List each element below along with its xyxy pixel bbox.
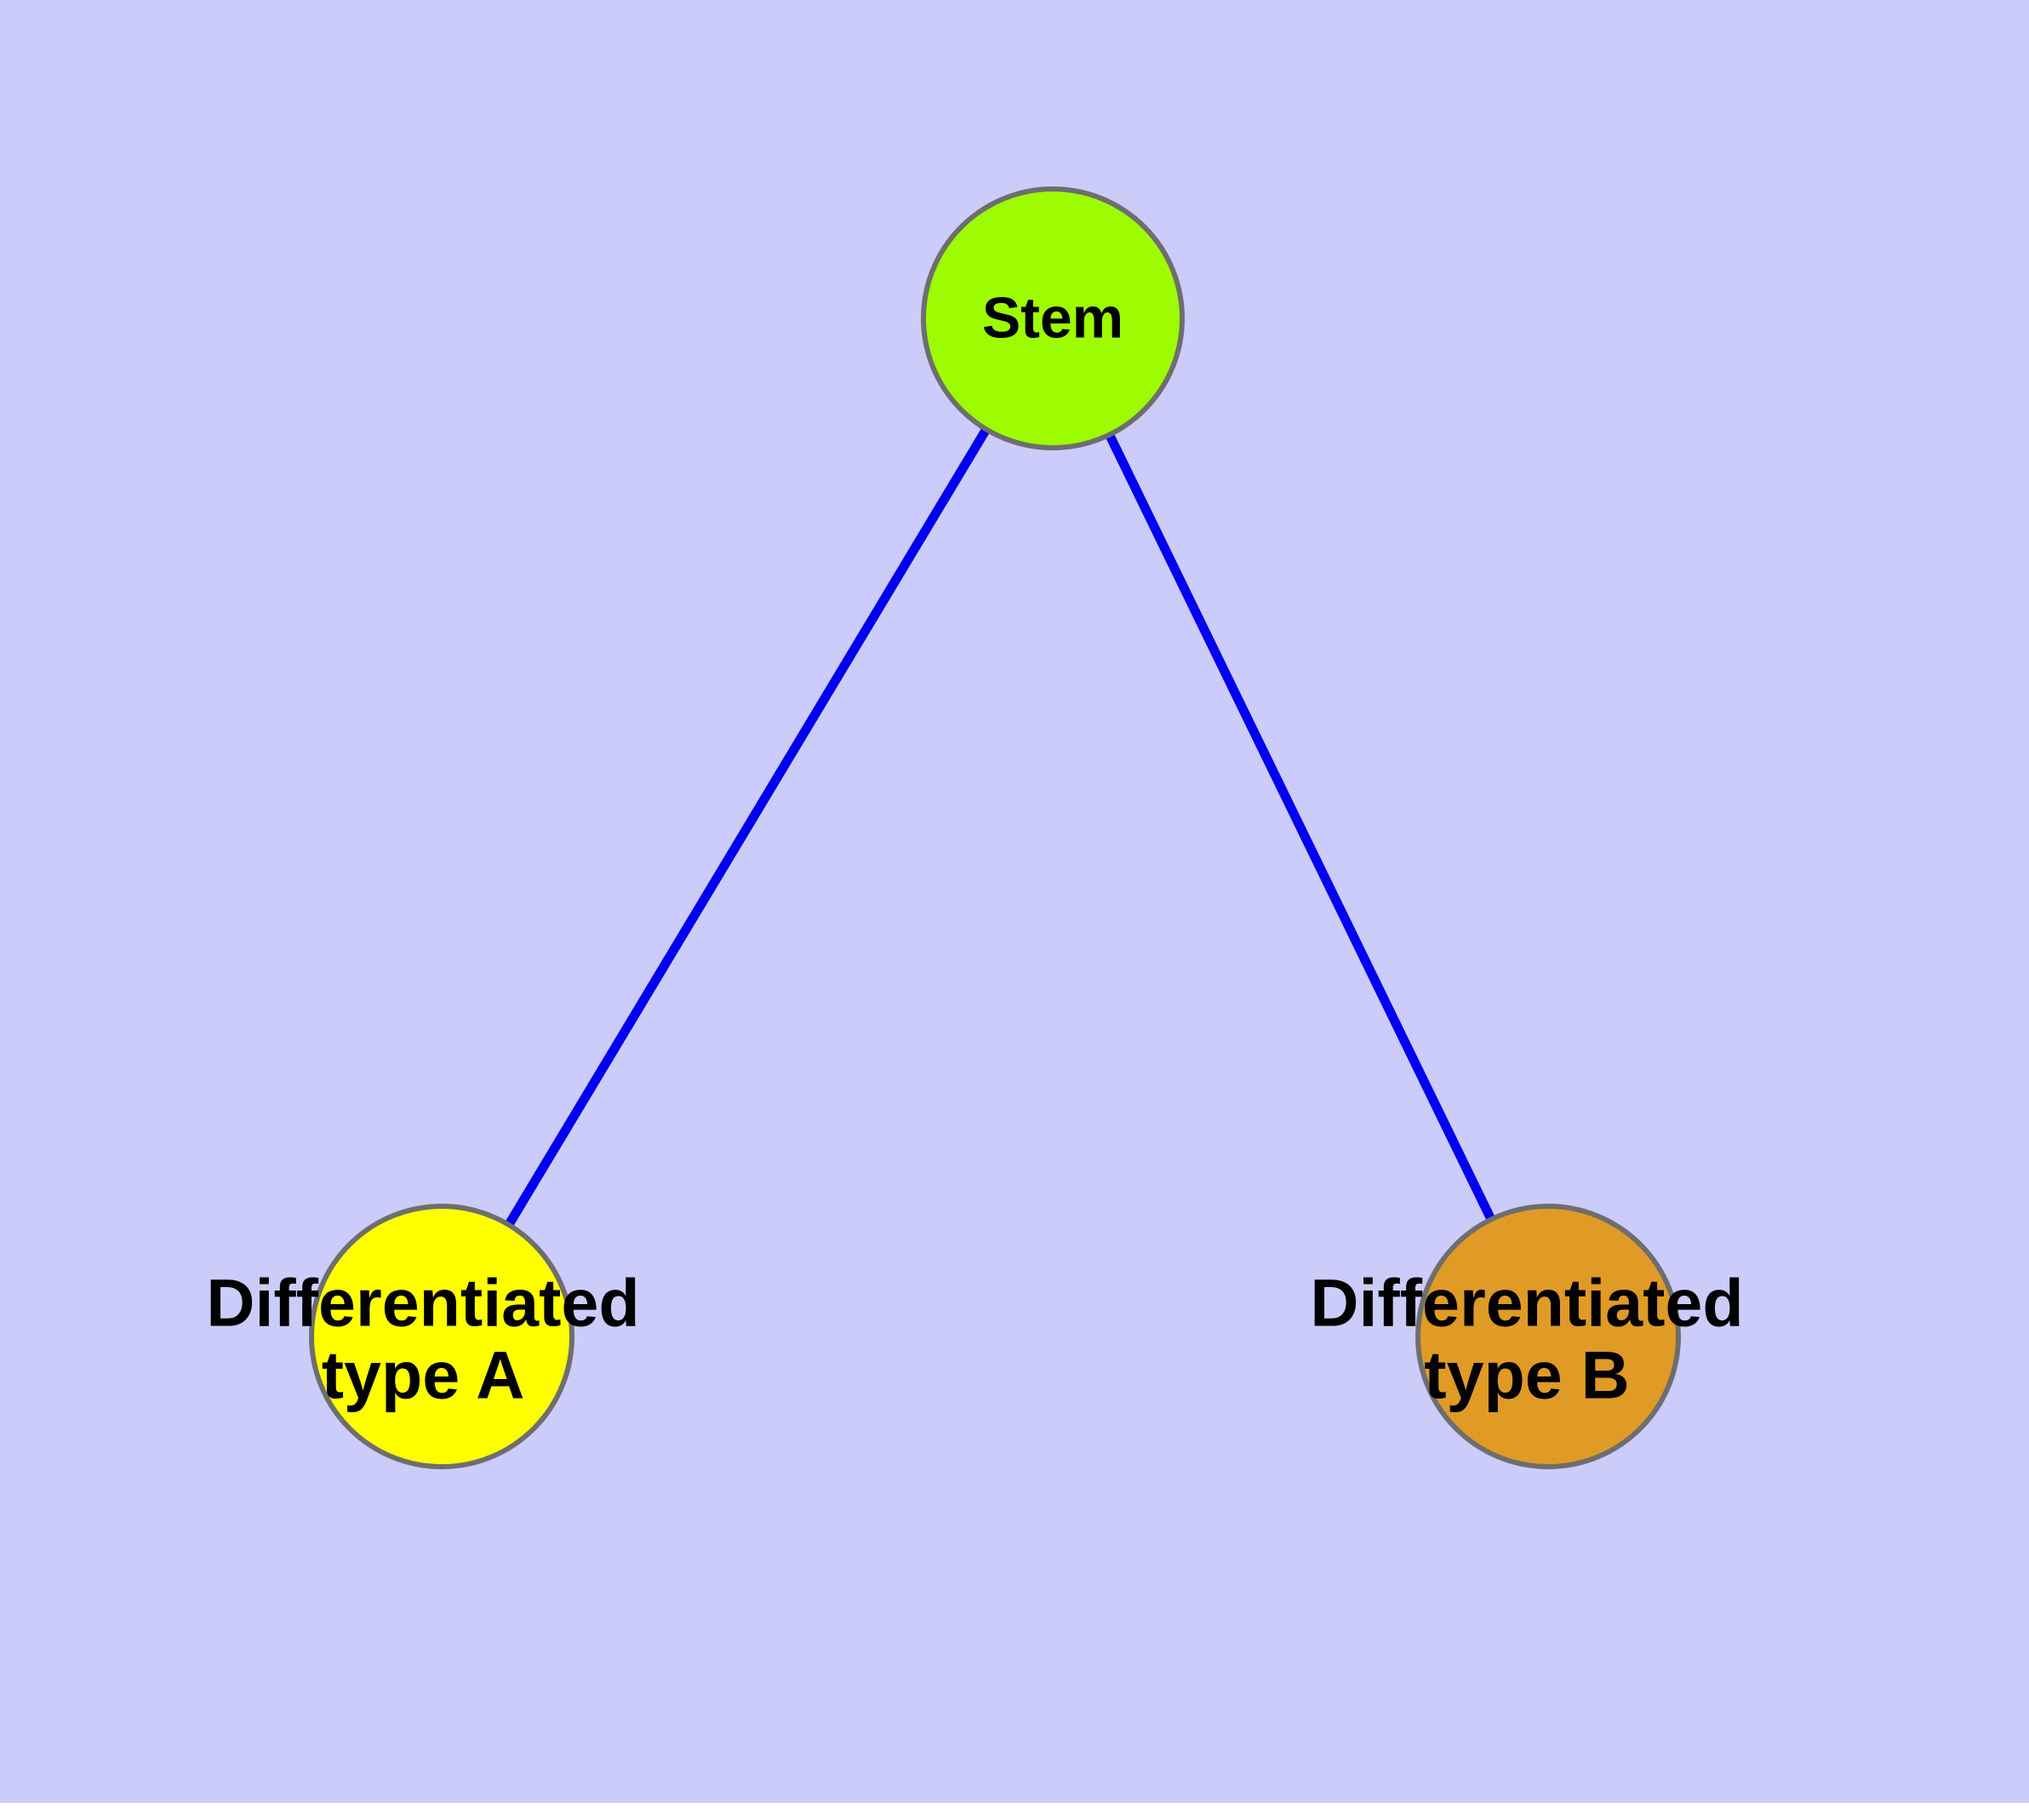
node-stem[interactable] [921,186,1185,450]
node-diff_a[interactable] [309,1204,574,1469]
node-diff_b[interactable] [1415,1204,1681,1469]
edge-stem-to-diff-b[interactable] [1104,431,1496,1223]
edges-group [504,425,1496,1229]
edge-stem-to-diff-a[interactable] [504,425,992,1229]
nodes-group [309,186,1681,1469]
